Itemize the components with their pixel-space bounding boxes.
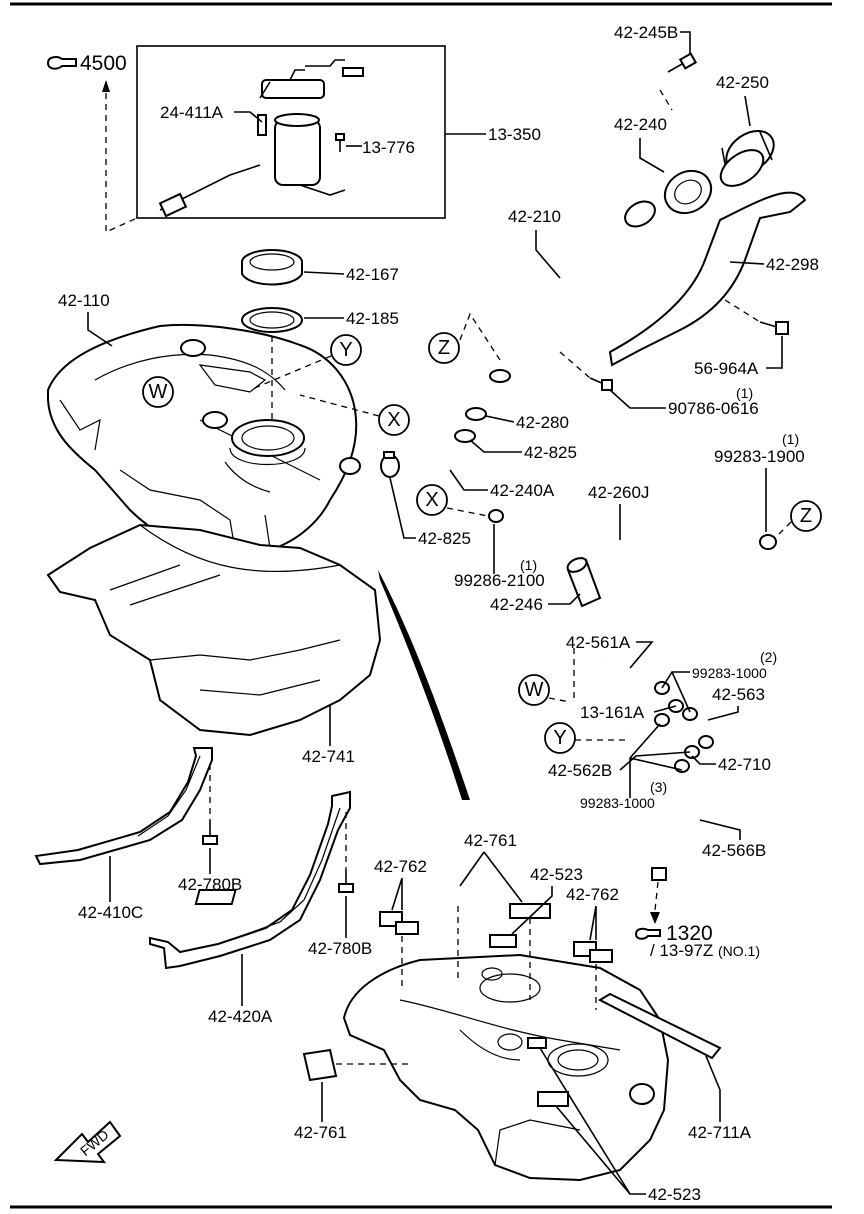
label-42-167: 42-167: [346, 265, 399, 284]
label-42-410C: 42-410C: [78, 903, 143, 922]
gasket-42-185: [241, 307, 303, 333]
ref-13-97Z: / 13-97Z: [650, 941, 713, 960]
ref-1320: 1320: [666, 922, 713, 945]
callout-X-tank: [378, 404, 410, 436]
vent-hoses: [604, 661, 716, 881]
callout-Y-tank: [330, 334, 362, 366]
breather-pipe-42-260J: [488, 509, 777, 590]
label-42-561A: 42-561A: [566, 633, 631, 652]
label-99283-1000a: 99283-1000: [692, 665, 767, 681]
label-42-298: 42-298: [766, 255, 819, 274]
bolt-56-964A: [759, 321, 789, 335]
label-42-185: 42-185: [346, 309, 399, 328]
label-99283-1000b-qty: (3): [650, 779, 667, 795]
label-42-246: 42-246: [490, 595, 543, 614]
callout-X-pipe: [416, 484, 448, 516]
bolt-42-780B-b: [338, 870, 354, 893]
label-42-240: 42-240: [614, 115, 667, 134]
label-42-762-b: 42-762: [566, 885, 619, 904]
label-24-411A: 24-411A: [160, 103, 224, 122]
reference-hand-icon: [634, 912, 661, 940]
callout-Z-top: [428, 332, 460, 364]
svg-text:Z: Z: [800, 505, 812, 527]
label-90786-qty: (1): [736, 385, 753, 401]
bolt-90786-0616: [589, 377, 613, 391]
label-42-250: 42-250: [716, 73, 769, 92]
label-42-711A: 42-711A: [688, 1123, 752, 1142]
label-42-210: 42-210: [508, 207, 561, 226]
clamp-42-825: [380, 451, 400, 478]
label-99286-2100: 99286-2100: [454, 571, 545, 590]
fuel-pump-inset: [136, 45, 446, 219]
bracket-42-298: [608, 191, 807, 367]
label-42-240A: 42-240A: [490, 481, 555, 500]
hose-42-240A: [415, 383, 505, 471]
callout-Z-pipe: [790, 500, 822, 532]
ref-no1: (NO.1): [718, 943, 760, 959]
label-42-420A: 42-420A: [208, 1007, 273, 1026]
filler-pipe-42-210: [487, 200, 656, 388]
label-99283-1900: 99283-1900: [714, 447, 805, 466]
filler-ring-42-240: [663, 169, 713, 215]
label-99283-1900-qty: (1): [782, 431, 799, 447]
label-42-280: 42-280: [516, 413, 569, 432]
callout-Y-vent: [544, 722, 576, 754]
label-42-825-a: 42-825: [524, 443, 577, 462]
svg-text:Y: Y: [553, 727, 566, 749]
label-99286-qty: (1): [520, 557, 537, 573]
reference-hand-icon: [46, 56, 77, 70]
label-42-762-a: 42-762: [374, 857, 427, 876]
fwd-arrow-icon: [53, 1120, 122, 1164]
label-42-563: 42-563: [712, 685, 765, 704]
fuel-tank-lower-view: [342, 953, 670, 1182]
label-13-161A: 13-161A: [580, 703, 645, 722]
grommet-42-246: [566, 557, 602, 608]
pad-42-762-left: [379, 911, 419, 935]
strap-42-420A: [149, 790, 351, 970]
fuel-cap-42-250: [719, 130, 775, 187]
label-56-964A: 56-964A: [694, 359, 759, 378]
pad-42-761-bottom: [302, 1048, 338, 1082]
label-42-566B: 42-566B: [702, 841, 766, 860]
label-90786-0616: 90786-0616: [668, 399, 759, 418]
label-42-761-a: 42-761: [464, 831, 517, 850]
strap-42-410C: [34, 747, 213, 866]
pad-42-762-right: [573, 941, 613, 963]
label-42-825-b: 42-825: [418, 529, 471, 548]
callout-W-tank: [142, 376, 174, 408]
screw-42-245B: [667, 52, 698, 73]
label-99283-1000a-qty: (2): [760, 649, 777, 665]
clamp-42-280: [454, 369, 511, 443]
callout-W-vent: [518, 674, 550, 706]
svg-text:W: W: [525, 679, 544, 701]
label-42-523-a: 42-523: [530, 865, 583, 884]
pad-42-523-bottom: [527, 1037, 569, 1107]
svg-text:Y: Y: [339, 339, 352, 361]
label-42-761-b: 42-761: [294, 1123, 347, 1142]
ref-4500: 4500: [80, 52, 127, 75]
lock-ring-42-167: [241, 249, 303, 286]
svg-text:W: W: [149, 381, 168, 403]
exploded-view-arrow: [378, 570, 470, 800]
label-42-260J: 42-260J: [588, 483, 649, 502]
label-42-523-b: 42-523: [648, 1185, 701, 1204]
label-13-350: 13-350: [488, 125, 541, 144]
insulator-42-711A: [597, 992, 722, 1060]
label-42-710: 42-710: [718, 755, 771, 774]
svg-text:X: X: [387, 409, 400, 431]
label-42-741: 42-741: [302, 747, 355, 766]
label-42-562B: 42-562B: [548, 761, 612, 780]
label-13-776: 13-776: [362, 138, 415, 157]
svg-text:Z: Z: [438, 337, 450, 359]
label-42-780B-b: 42-780B: [308, 939, 372, 958]
insulator-42-741: [46, 523, 382, 737]
label-42-110: 42-110: [58, 291, 110, 310]
label-99283-1000b: 99283-1000: [580, 795, 655, 811]
bolt-42-780B-a: [202, 820, 218, 845]
svg-text:X: X: [425, 489, 438, 511]
fuel-tank-42-110: [47, 323, 361, 557]
label-42-245B: 42-245B: [614, 23, 678, 42]
